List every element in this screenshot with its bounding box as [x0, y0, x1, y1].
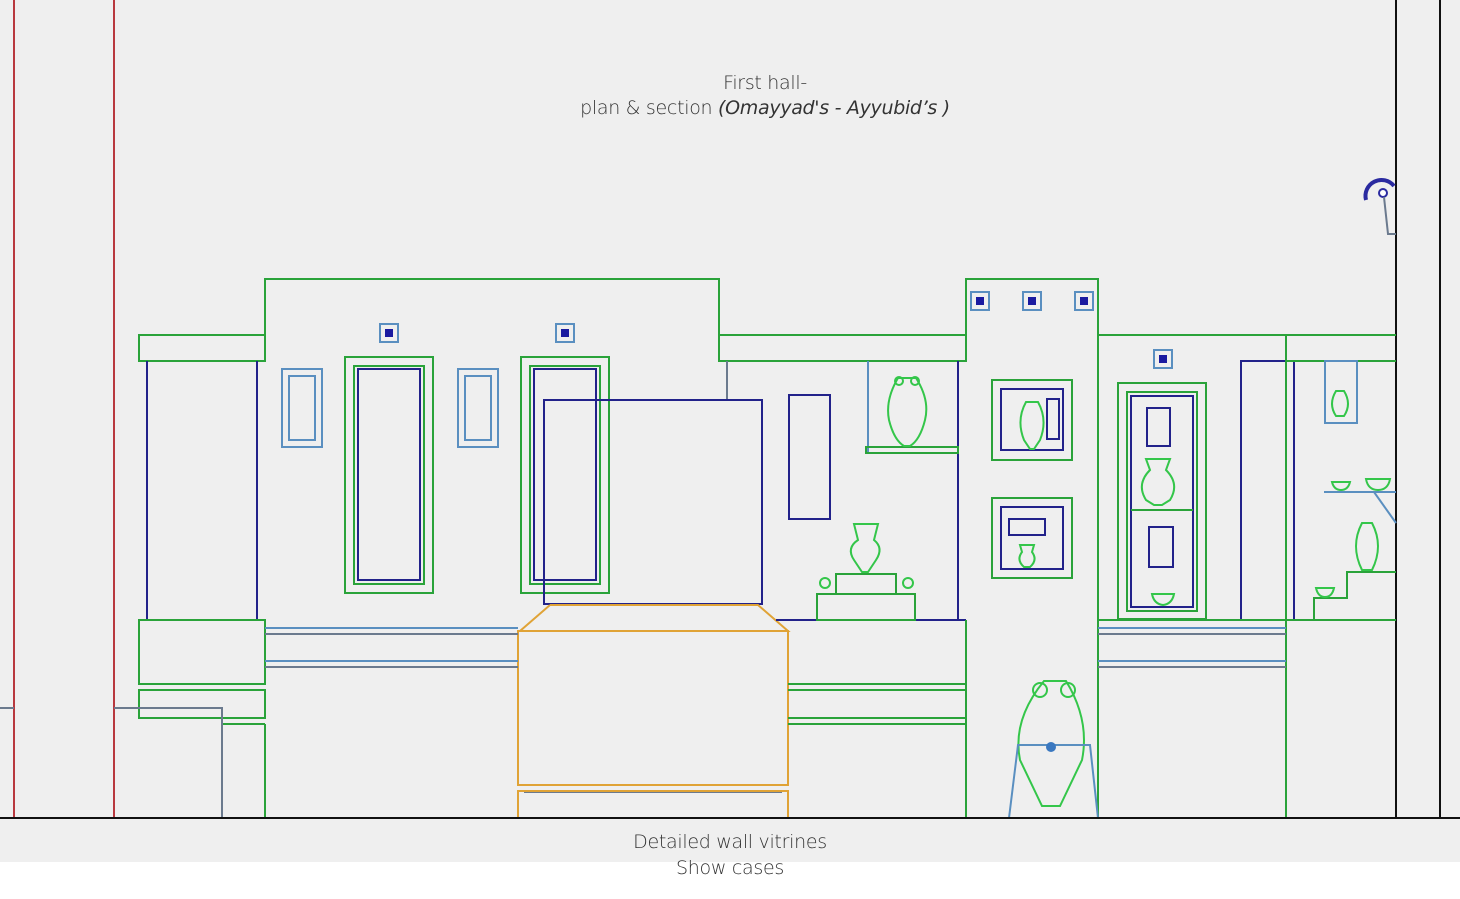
wall-rail — [265, 627, 518, 668]
vase-pedestal — [816, 523, 916, 621]
spotlight-icon — [970, 291, 990, 311]
elevation-drawing — [0, 0, 1460, 819]
spotlight-icon — [379, 323, 399, 343]
square-vitrine-upper — [991, 379, 1073, 461]
wall-ledge-mid — [719, 334, 967, 362]
wall-top-left — [264, 278, 727, 362]
niche-vase — [865, 361, 959, 454]
center-tall-vitrine — [520, 356, 610, 594]
left-tall-vitrine — [344, 356, 434, 594]
amphora-on-stand — [1008, 680, 1099, 819]
right-tall-vitrine — [1117, 382, 1207, 620]
wall-lamp-icon — [1363, 178, 1396, 235]
drawing-title: First hall- — [723, 72, 807, 94]
spotlight-icon — [1153, 349, 1173, 369]
caption: Detailed wall vitrines — [633, 831, 827, 853]
wall-rail — [788, 683, 966, 725]
drawing-subtitle: plan & section (Omayyad's - Ayyubid’s ) — [0, 97, 1460, 119]
subtitle-period: (Omayyad's - Ayyubid’s ) — [718, 97, 950, 119]
wall-rail — [1098, 627, 1286, 668]
tower-column — [965, 278, 1099, 818]
wall-panel-tall — [788, 394, 831, 520]
stepped-shelf — [1313, 360, 1397, 620]
spotlight-icon — [1022, 291, 1042, 311]
left-column — [0, 334, 266, 818]
wall-panel-small — [457, 368, 499, 448]
spotlight-icon — [1074, 291, 1094, 311]
caption-sub: Show cases — [676, 857, 784, 879]
subtitle-text: plan & section — [580, 97, 718, 119]
square-vitrine-lower — [991, 497, 1073, 579]
spotlight-icon — [555, 323, 575, 343]
drawing-canvas: First hall- plan & section (Omayyad's - … — [0, 0, 1460, 862]
wall-panel-small — [281, 368, 323, 448]
central-pedestal-case — [517, 399, 791, 819]
